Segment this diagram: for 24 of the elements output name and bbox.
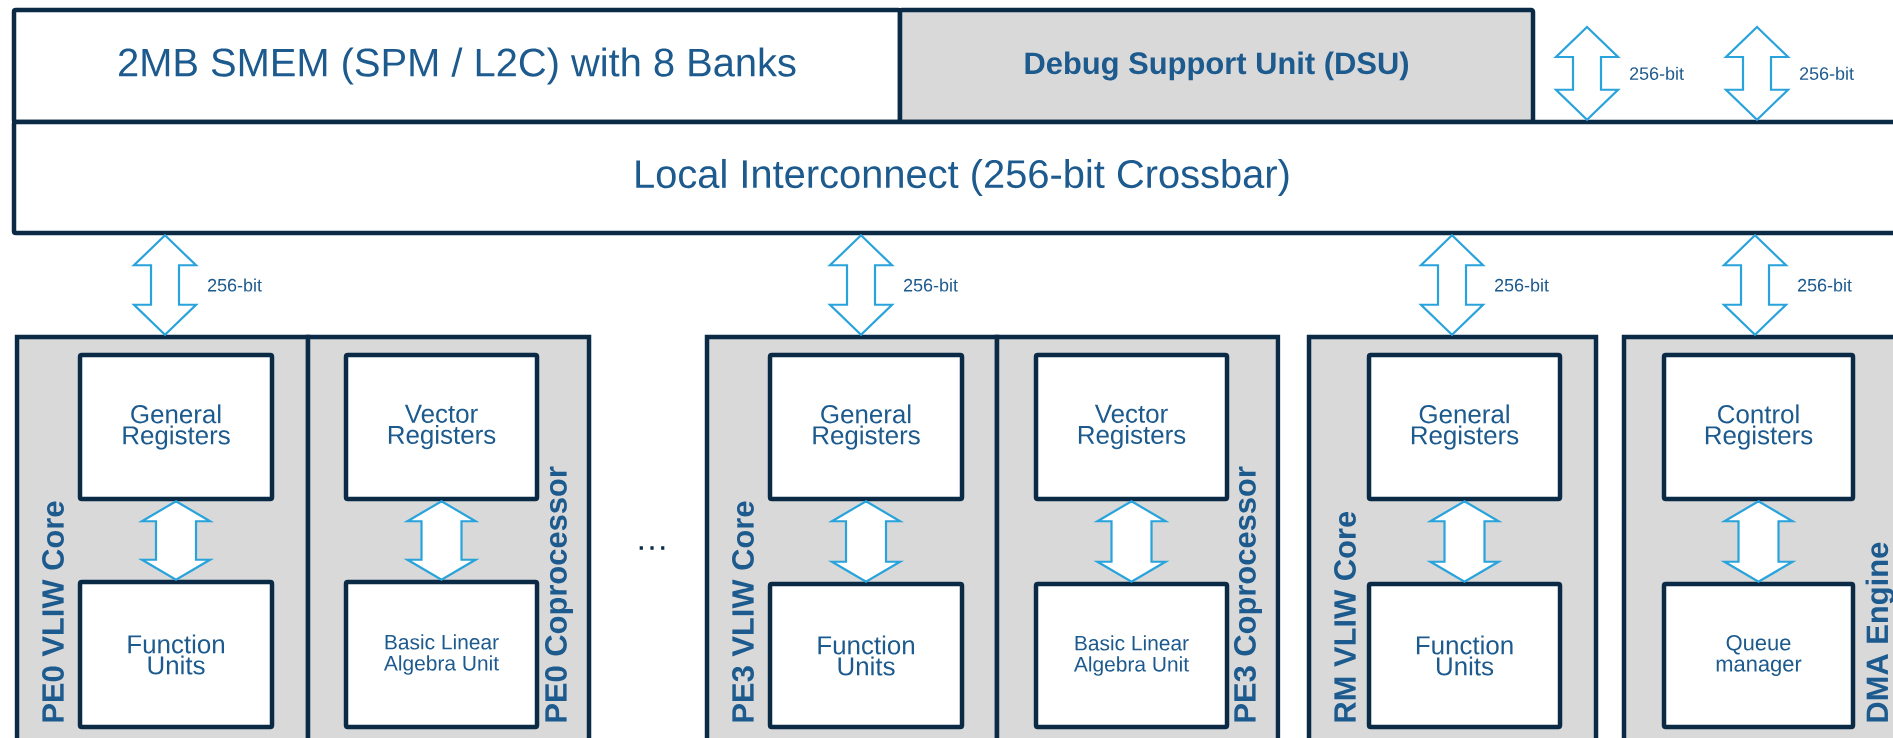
edge-label: 256-bit [1797,65,1856,82]
edge-label: 256-bit [1795,276,1854,294]
double-arrow [1723,25,1791,122]
debug-unit-box: Debug Support Unit (DSU) [897,7,1536,125]
edge-label: 256-bit [1492,276,1551,294]
register-box: General Registers [1366,352,1563,502]
interconnect-bar: Local Interconnect (256-bit Crossbar) [11,119,1893,236]
ellipsis: … [639,546,665,550]
register-box: General Registers [767,352,965,502]
edge-label: 256-bit [1627,65,1686,82]
edge-label: 256-bit [205,276,264,294]
unit-box: Function Units [767,581,965,730]
queue-manager-box: Queue manager [1661,581,1856,730]
unit-box: Function Units [77,579,275,730]
unit-box: Basic Linear Algebra Unit [343,579,540,730]
register-box: Control Registers [1661,352,1856,502]
memory-box: 2MB SMEM (SPM / L2C) with 8 Banks [11,7,903,125]
unit-box: Function Units [1366,581,1563,730]
register-box: General Registers [77,352,275,502]
edge-label: 256-bit [901,276,960,294]
unit-box: Basic Linear Algebra Unit [1033,581,1230,730]
double-arrow [1553,25,1621,122]
register-box: Vector Registers [343,352,540,502]
register-box: Vector Registers [1033,352,1230,502]
